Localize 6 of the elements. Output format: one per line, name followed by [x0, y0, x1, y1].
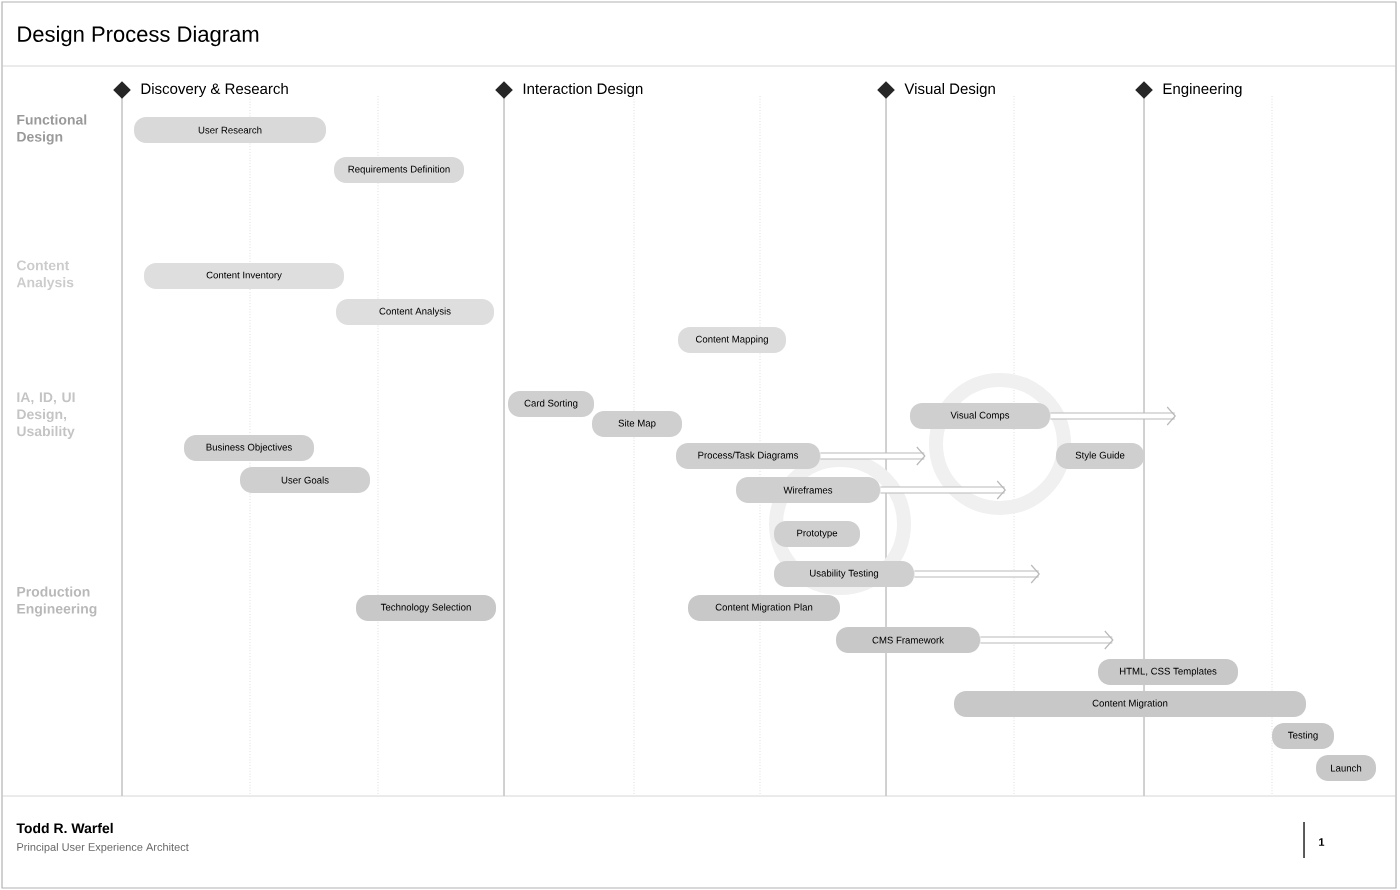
title: Design Process Diagram	[18, 25, 259, 47]
arrow	[820, 446, 926, 466]
arrow	[880, 480, 1006, 500]
arrow	[980, 630, 1114, 650]
arrow	[1050, 406, 1176, 426]
arrow	[914, 564, 1040, 584]
